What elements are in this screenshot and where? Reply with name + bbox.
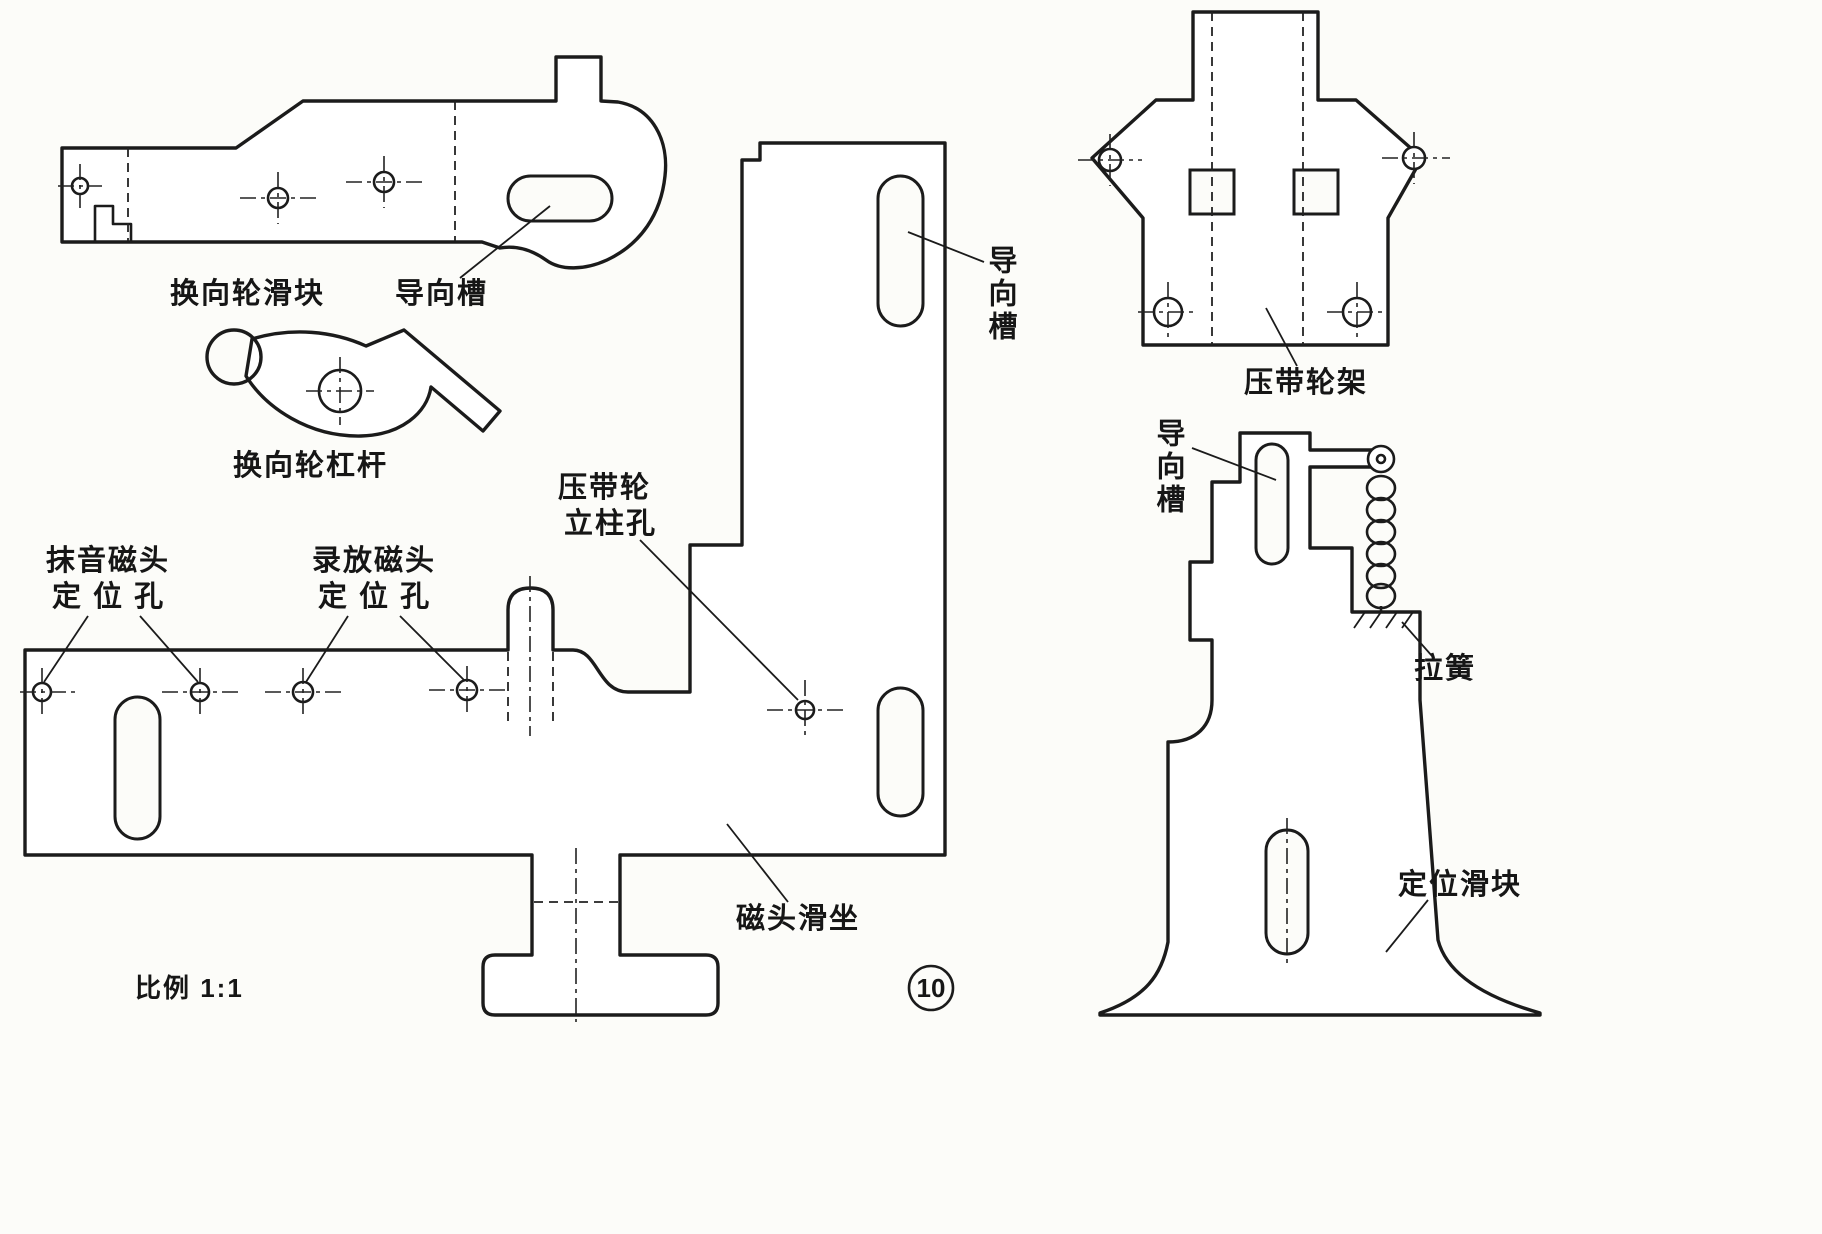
part2-outline xyxy=(244,328,502,438)
part-reversing-wheel-slider xyxy=(58,55,668,270)
part2-left-lobe xyxy=(205,328,263,386)
label-pinch-post-line2: 立柱孔 xyxy=(564,506,657,540)
spring-pin-center xyxy=(1375,453,1387,465)
spring-coil-5 xyxy=(1365,562,1397,590)
leader-positioning-slider xyxy=(1385,899,1429,953)
page-number-badge: 10 xyxy=(907,964,955,1012)
spring-coil-2 xyxy=(1365,496,1397,524)
label-reversing-wheel-slider: 换向轮滑块 xyxy=(170,277,325,310)
part4-outline xyxy=(1090,10,1424,347)
part3-hidden-lines xyxy=(507,652,618,903)
part1-guide-slot-cutout xyxy=(506,174,614,223)
part2-centerlines xyxy=(306,357,374,425)
label-head-slide-seat: 磁头滑坐 xyxy=(736,901,860,935)
label-erase-head-line2: 定 位 孔 xyxy=(52,579,165,613)
part3-left-slot xyxy=(113,695,162,841)
tension-spring-coil xyxy=(1365,474,1397,612)
spring-pin xyxy=(1366,444,1396,474)
leader-erase-head-left xyxy=(43,615,89,683)
page-number: 10 xyxy=(917,973,946,1003)
label-erase-head-line1: 抹音磁头 xyxy=(46,543,170,577)
label-pinch-post-line1: 压带轮 xyxy=(558,471,651,504)
part5-outline xyxy=(1098,431,1542,1017)
part5-guide-slot xyxy=(1254,442,1290,566)
part4-centerlines xyxy=(1078,132,1450,342)
leader-guide-slot-right xyxy=(1191,447,1277,481)
leader-pinch-roller-bracket xyxy=(1265,307,1298,367)
part3-centerlines xyxy=(20,576,843,1022)
part1-hidden-lines xyxy=(127,101,456,241)
label-guide-slot-main: 导向槽 xyxy=(984,245,1018,344)
part3-outline xyxy=(23,141,947,1017)
part3-guide-slot-bottom xyxy=(876,686,925,818)
leader-record-head-right xyxy=(399,615,465,681)
leader-head-slide-seat xyxy=(726,823,789,903)
label-guide-slot-right: 导向槽 xyxy=(1152,418,1186,517)
label-tension-spring: 拉簧 xyxy=(1414,651,1476,685)
part-positioning-slider xyxy=(1098,431,1542,1017)
page-number-circle xyxy=(907,964,955,1012)
spring-coil-1 xyxy=(1365,474,1397,502)
scale-note: 比例 1:1 xyxy=(135,973,244,1003)
part-pinch-roller-bracket xyxy=(1078,10,1450,347)
label-record-head-line1: 录放磁头 xyxy=(312,543,436,577)
spring-coil-3 xyxy=(1365,518,1397,546)
leader-pinch-post-hole xyxy=(639,539,799,701)
part4-square-hole-right xyxy=(1292,168,1340,216)
leader-tension-spring xyxy=(1401,621,1433,657)
part1-step-notch xyxy=(93,204,133,242)
label-positioning-slider: 定位滑块 xyxy=(1398,867,1522,901)
part3-guide-slot-top xyxy=(876,174,925,328)
label-pinch-roller-bracket: 压带轮架 xyxy=(1244,366,1368,399)
part1-outline xyxy=(60,55,668,270)
leader-guide-slot-main xyxy=(907,231,985,263)
leader-record-head-left xyxy=(305,615,349,683)
spring-coil-4 xyxy=(1365,540,1397,568)
spring-ground-hatch xyxy=(1353,611,1414,629)
part-head-slide-seat xyxy=(20,141,947,1022)
label-record-head-line2: 定 位 孔 xyxy=(318,579,431,613)
part4-hidden-lines xyxy=(1211,12,1304,345)
part-reversing-wheel-lever xyxy=(205,328,502,438)
part1-centerlines xyxy=(58,156,422,224)
leader-erase-head-right xyxy=(139,615,199,683)
label-reversing-wheel-lever: 换向轮杠杆 xyxy=(233,449,388,482)
leader-guide-slot-top-left xyxy=(459,205,551,279)
label-guide-slot-top-left: 导向槽 xyxy=(395,277,488,310)
